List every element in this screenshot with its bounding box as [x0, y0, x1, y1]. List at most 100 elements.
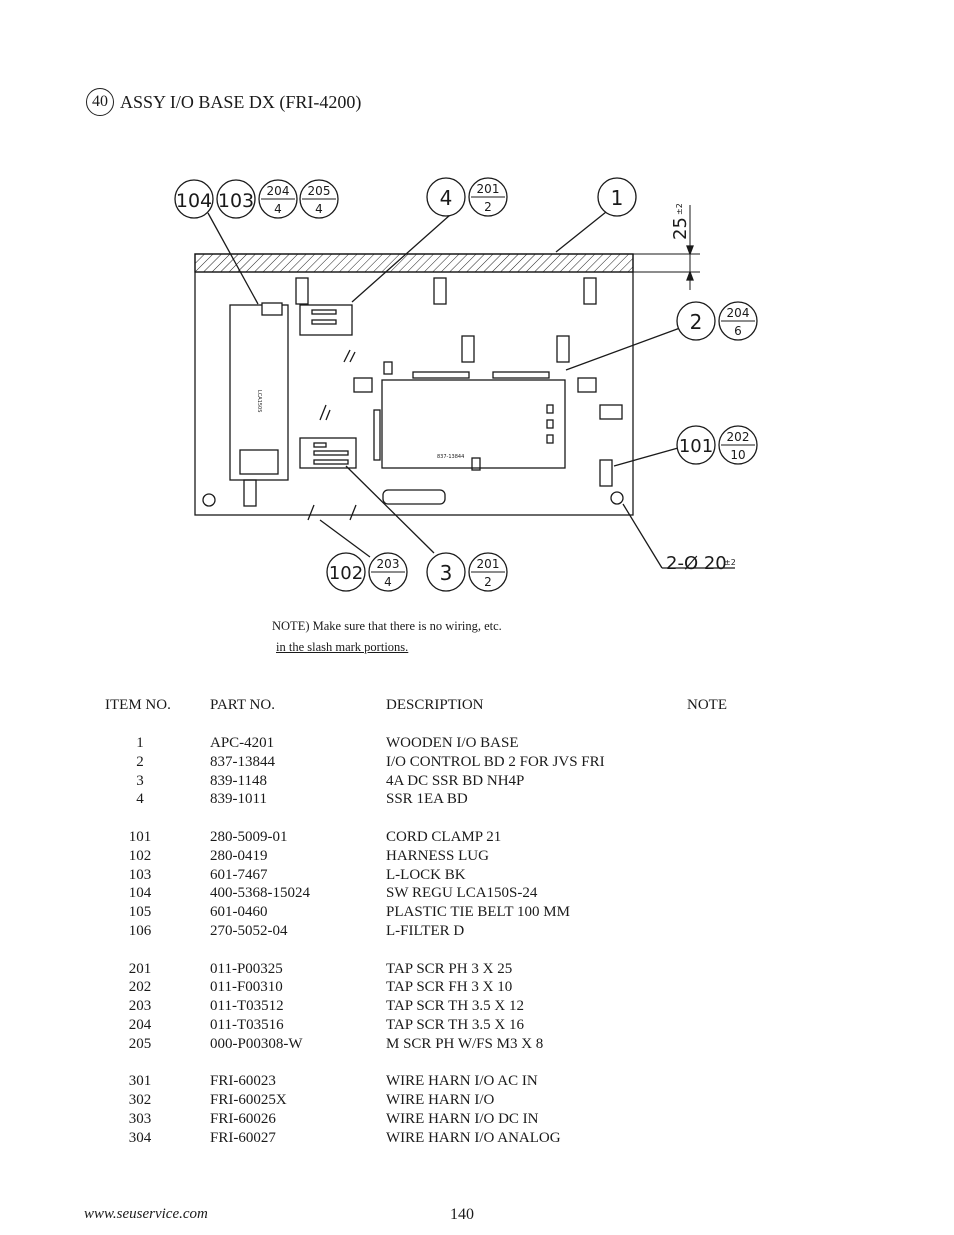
- part-no: 011-P00325: [210, 960, 283, 977]
- part-no: FRI-60026: [210, 1111, 276, 1127]
- item-no: 302: [128, 1092, 152, 1109]
- section-title: 40 ASSY I/O BASE DX (FRI-4200): [86, 88, 361, 116]
- callout-102: 102: [329, 563, 363, 584]
- dimension-25-tol: ±2: [675, 203, 684, 215]
- io-control-board: [381, 379, 566, 469]
- header-description: DESCRIPTION: [386, 697, 484, 713]
- part-no: 839-1011: [210, 791, 267, 808]
- callout-205-qty: 4: [315, 202, 323, 216]
- callout-204-b-qty: 6: [734, 324, 742, 338]
- mounting-hole-left: [202, 493, 216, 507]
- wiring-note: NOTE) Make sure that there is no wiring,…: [272, 616, 502, 658]
- item-no: 2: [136, 753, 144, 770]
- description: SSR 1EA BD: [386, 791, 468, 808]
- item-no: 106: [128, 923, 152, 939]
- part-no: 280-5009-01: [210, 829, 288, 845]
- callout-2: 2: [690, 310, 703, 334]
- mounting-hole-right: [610, 491, 624, 505]
- header-note: NOTE: [687, 697, 727, 713]
- dimension-holes: 2-Ø 20: [666, 553, 727, 574]
- description: TAP SCR TH 3.5 X 16: [386, 1017, 524, 1033]
- item-no: 304: [128, 1129, 152, 1146]
- item-no: 105: [128, 904, 152, 921]
- item-no: 202: [128, 979, 152, 996]
- callout-203-qty: 4: [384, 575, 392, 589]
- item-no: 3: [136, 772, 144, 789]
- part-no: 837-13844: [210, 753, 275, 770]
- footer-url: www.seuservice.com: [84, 1206, 208, 1222]
- callout-203: 203: [377, 557, 400, 571]
- description: WOODEN I/O BASE: [386, 735, 519, 751]
- item-no: 103: [128, 866, 152, 883]
- dimension-25: 25: [670, 217, 691, 240]
- item-no: 4: [136, 791, 144, 808]
- description: L-LOCK BK: [386, 866, 466, 883]
- item-no: 204: [128, 1017, 152, 1033]
- callout-201-a: 201: [477, 182, 500, 196]
- item-no: 101: [128, 829, 152, 845]
- callout-1: 1: [611, 186, 624, 210]
- callout-204-b: 204: [727, 306, 750, 320]
- section-title-text: ASSY I/O BASE DX (FRI-4200): [120, 91, 362, 112]
- description: WIRE HARN I/O ANALOG: [386, 1129, 561, 1146]
- dimension-holes-tol: ±2: [724, 558, 736, 567]
- description: SW REGU LCA150S-24: [386, 885, 538, 902]
- part-no: 000-P00308-W: [210, 1035, 303, 1052]
- description: HARNESS LUG: [386, 847, 489, 864]
- callout-201-a-qty: 2: [484, 200, 492, 214]
- description: TAP SCR PH 3 X 25: [386, 960, 513, 977]
- part-no: 400-5368-15024: [210, 885, 310, 902]
- note-line-1: NOTE) Make sure that there is no wiring,…: [272, 619, 502, 633]
- item-no: 301: [128, 1073, 152, 1090]
- slot: [382, 489, 446, 505]
- item-no: 205: [128, 1035, 152, 1052]
- callout-204-a-qty: 4: [274, 202, 282, 216]
- item-no: 201: [128, 960, 152, 977]
- part-no: 280-0419: [210, 847, 268, 864]
- callout-202-qty: 10: [730, 448, 745, 462]
- callout-3: 3: [440, 561, 453, 585]
- hatched-area: [194, 253, 634, 273]
- callout-205: 205: [308, 184, 331, 198]
- part-no: 011-F00310: [210, 979, 283, 996]
- item-no: 203: [128, 998, 152, 1015]
- description: WIRE HARN I/O: [386, 1092, 495, 1109]
- ssr-board-bottom: [299, 437, 357, 469]
- header-part: PART NO.: [210, 697, 275, 713]
- description: CORD CLAMP 21: [386, 829, 502, 845]
- part-no: APC-4201: [210, 735, 275, 751]
- description: I/O CONTROL BD 2 FOR JVS FRI: [386, 753, 605, 770]
- description: M SCR PH W/FS M3 X 8: [386, 1035, 544, 1052]
- callout-104: 104: [176, 190, 212, 212]
- description: WIRE HARN I/O AC IN: [386, 1073, 538, 1090]
- item-no: 104: [128, 885, 152, 902]
- part-no: 601-0460: [210, 904, 268, 921]
- callout-204-a: 204: [267, 184, 290, 198]
- callout-201-b: 201: [477, 557, 500, 571]
- cord-clamps: [243, 277, 623, 507]
- page-number: 140: [450, 1206, 474, 1223]
- part-no: FRI-60025X: [210, 1092, 287, 1109]
- io-board-label: 837-13844: [437, 454, 464, 460]
- description: TAP SCR FH 3 X 10: [386, 979, 513, 996]
- part-no: 011-T03516: [210, 1017, 284, 1033]
- callout-4: 4: [440, 186, 453, 210]
- description: PLASTIC TIE BELT 100 MM: [386, 904, 570, 921]
- description: WIRE HARN I/O DC IN: [386, 1111, 539, 1127]
- psu-label: LCA150S: [256, 390, 262, 412]
- note-line-2: in the slash mark portions.: [276, 640, 409, 654]
- part-no: 270-5052-04: [210, 923, 288, 939]
- item-no: 102: [128, 847, 152, 864]
- callout-103: 103: [218, 190, 254, 212]
- part-no: FRI-60027: [210, 1129, 276, 1146]
- assembly-diagram: 104 103 204 4 205 4 4 201 2 1 2 204 6 10…: [174, 177, 758, 592]
- description: L-FILTER D: [386, 923, 465, 939]
- section-number: 40: [86, 88, 114, 116]
- callout-101: 101: [679, 436, 713, 457]
- description: TAP SCR TH 3.5 X 12: [386, 998, 524, 1015]
- part-no: 839-1148: [210, 772, 267, 789]
- description: 4A DC SSR BD NH4P: [386, 772, 525, 789]
- header-item: ITEM NO.: [105, 697, 171, 713]
- item-no: 303: [128, 1111, 152, 1127]
- part-no: 011-T03512: [210, 998, 284, 1015]
